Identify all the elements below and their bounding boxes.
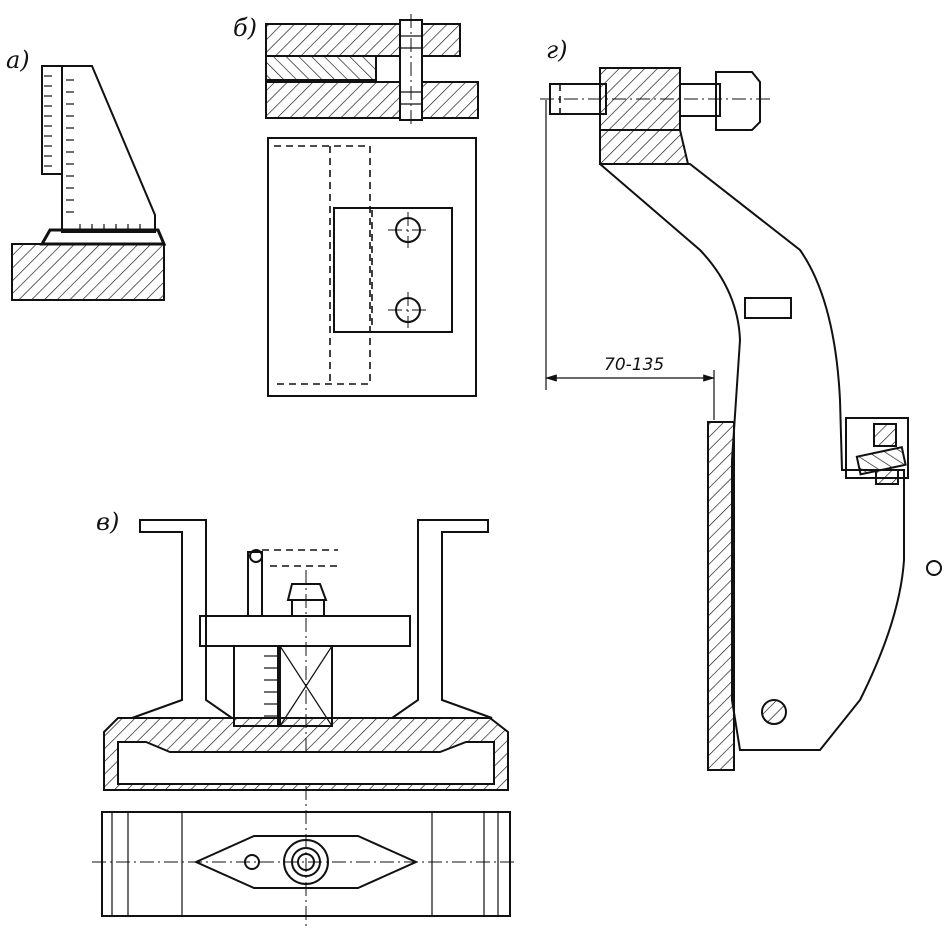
view-a-square-body [61, 65, 156, 233]
view-g-slot [744, 297, 792, 319]
view-g-bracket-top-section [599, 129, 690, 165]
view-g-pivot [761, 699, 787, 725]
view-b-slider [265, 55, 377, 81]
view-b-lower-plate [265, 81, 479, 119]
view-a-ruler [41, 65, 63, 175]
view-g-bolt-end [679, 83, 721, 117]
view-a-square-tool: а) [6, 46, 167, 301]
view-b-clamp: б) [233, 14, 479, 397]
view-g-plate [707, 421, 735, 771]
view-g-label: г) [546, 36, 568, 64]
view-v-left-rail [131, 519, 236, 719]
view-v-measure-block [233, 645, 279, 727]
view-g-knob [926, 560, 942, 576]
view-g-screw-section [873, 423, 897, 447]
view-a-label: а) [6, 46, 30, 74]
view-g-pin-base [875, 469, 899, 485]
view-v-base-cavity [117, 741, 495, 785]
dimension-label: 70-135 [604, 355, 664, 375]
view-b-label: б) [233, 14, 257, 42]
view-g-bracket: г) 70-135 [540, 36, 942, 771]
view-b-clamp-plate [333, 207, 453, 333]
view-v-nut [286, 583, 328, 601]
view-a-foot [39, 228, 167, 246]
view-g-bolt-head [715, 71, 761, 131]
view-g-bracket-arm [599, 163, 905, 751]
view-v-crossbar [199, 615, 411, 647]
view-v-fixture: в) [92, 508, 516, 930]
view-v-indicator-rod [247, 551, 263, 617]
view-v-base-plan [101, 811, 511, 917]
view-v-right-rail [388, 519, 493, 719]
view-b-upper-jaw [265, 23, 461, 57]
view-a-base [11, 243, 165, 301]
view-b-plan-outline [267, 137, 477, 397]
view-v-label: в) [96, 508, 119, 536]
